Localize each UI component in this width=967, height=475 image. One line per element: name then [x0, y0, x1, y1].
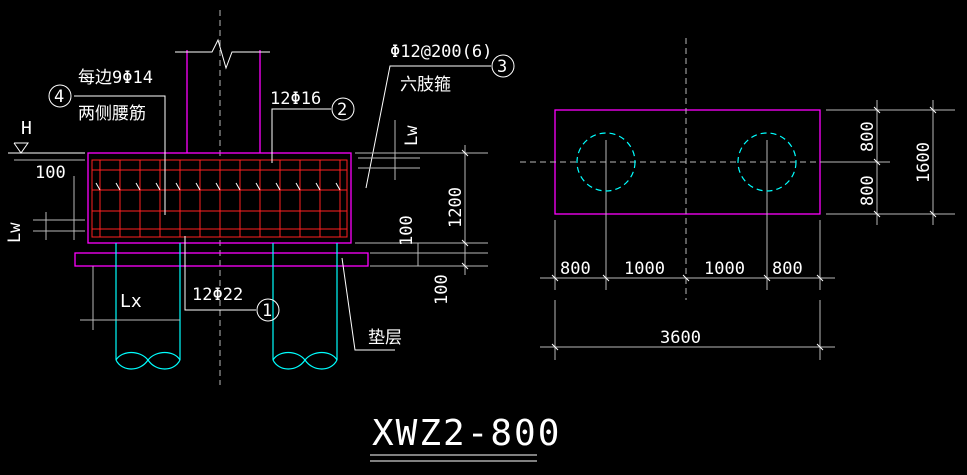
lw-left-dim: Lw — [5, 176, 85, 243]
level-mark-label: H — [21, 118, 32, 139]
pile-right-plan — [737, 132, 797, 192]
plan-view: 800 1000 1000 800 3600 800 800 1600 — [520, 38, 955, 360]
dim-right-1: 800 — [858, 121, 878, 152]
cushion-layer — [74, 252, 369, 267]
bottom-bars-label: 12Φ22 — [192, 285, 243, 305]
pile-cap-outline — [87, 152, 352, 244]
bar-tick — [155, 182, 161, 191]
lw-right-dim: Lw — [358, 120, 422, 180]
bar-tick — [195, 182, 201, 191]
bar-tick — [275, 182, 281, 191]
height-dim-label: 1200 — [446, 187, 466, 228]
drawing-title: XWZ2-800 — [372, 413, 561, 454]
bar-tick — [115, 182, 121, 191]
side-bars-label: 每边9Φ14 — [78, 68, 153, 88]
dim-bottom-4: 800 — [772, 259, 803, 279]
plan-right-dims: 800 800 1600 — [826, 100, 955, 225]
pile-left-plan — [576, 132, 636, 192]
dim-bottom-3: 1000 — [704, 259, 745, 279]
dim-total-width: 3600 — [660, 328, 701, 348]
bar-tick — [295, 182, 301, 191]
break-line-symbol — [175, 38, 270, 70]
lx-dim: Lx — [80, 266, 180, 330]
section-view: H 100 4 每边9Φ14 两侧腰筋 12Φ16 2 Φ12@200(6) 六… — [5, 10, 515, 385]
dim-total-height: 1600 — [914, 142, 934, 183]
bar-tick — [95, 182, 101, 191]
callout-1-number: 1 — [262, 301, 272, 321]
bar-tick — [235, 182, 241, 191]
top-bars-label: 12Φ16 — [270, 89, 321, 109]
cushion-label: 垫层 — [368, 328, 402, 348]
callout-top-bars: 12Φ16 2 — [270, 89, 355, 163]
callout-bottom-bars: 12Φ22 1 — [184, 236, 280, 322]
callout-side-bars: 4 每边9Φ14 两侧腰筋 — [48, 68, 166, 215]
side-bars-desc: 两侧腰筋 — [78, 104, 146, 124]
reinforcement-cage — [91, 159, 348, 238]
bar-tick — [175, 182, 181, 191]
dim-bottom-2: 1000 — [624, 259, 665, 279]
stirrup-spec-label: Φ12@200(6) — [390, 42, 492, 62]
top-offset-dim: 100 — [35, 163, 66, 183]
cover-dim-label: 100 — [397, 215, 417, 246]
callout-cushion: 垫层 — [341, 257, 402, 351]
dim-bottom-1: 800 — [560, 259, 591, 279]
lx-label: Lx — [120, 291, 142, 312]
pile-right — [272, 243, 338, 370]
bar-tick — [255, 182, 261, 191]
lw-right-label: Lw — [402, 125, 422, 146]
stirrup-desc-label: 六肢箍 — [400, 75, 451, 95]
callout-2-number: 2 — [337, 100, 347, 120]
drawing-title-block: XWZ2-800 — [370, 413, 561, 462]
callout-4-number: 4 — [54, 87, 64, 107]
callout-stirrups: Φ12@200(6) 六肢箍 3 — [365, 42, 515, 189]
bar-tick — [135, 182, 141, 191]
lw-left-label: Lw — [5, 222, 25, 243]
column-stub — [175, 38, 270, 153]
bar-tick — [215, 182, 221, 191]
section-height-dims: 1200 100 100 — [355, 145, 488, 305]
level-mark: H 100 — [8, 118, 85, 183]
bar-tick — [335, 182, 341, 191]
bar-tick — [315, 182, 321, 191]
plan-bottom-dims: 800 1000 1000 800 3600 — [540, 220, 835, 360]
cushion-dim-label: 100 — [432, 274, 452, 305]
callout-3-number: 3 — [497, 57, 507, 77]
dim-right-2: 800 — [858, 175, 878, 206]
pile-left — [115, 243, 181, 370]
